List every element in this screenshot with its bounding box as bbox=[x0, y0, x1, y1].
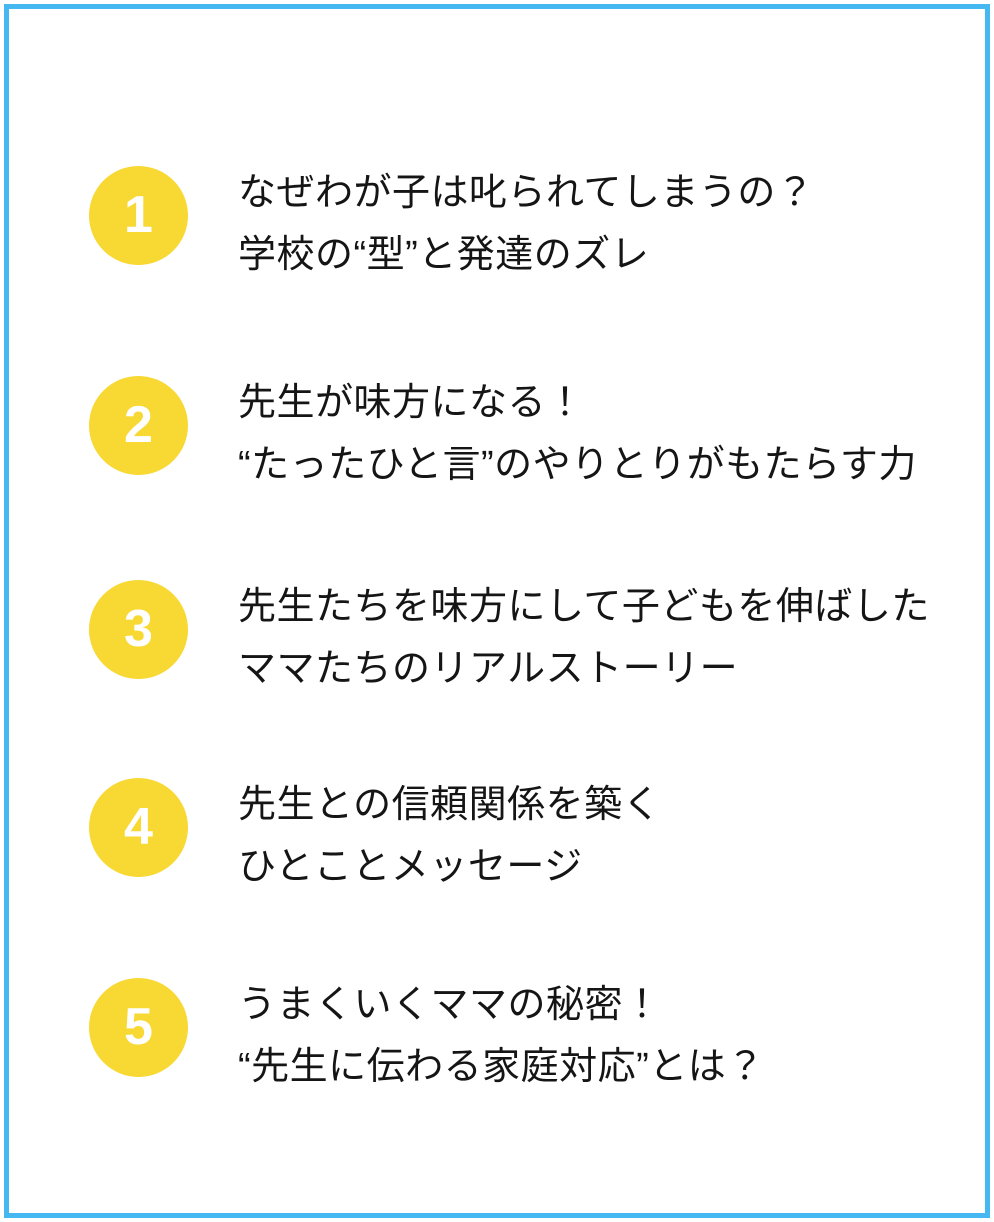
list-item: 3 先生たちを味方にして子どもを伸ばした ママたちのリアルストーリー bbox=[89, 574, 949, 700]
number-badge-label: 5 bbox=[124, 997, 153, 1056]
list-item-text: 先生が味方になる！ “たったひと言”のやりとりがもたらす力 bbox=[238, 370, 949, 496]
list-item-line-2: “先生に伝わる家庭対応”とは？ bbox=[238, 1046, 765, 1088]
list-item-line-1: うまくいくママの秘密！ bbox=[238, 984, 662, 1026]
list-item-text: うまくいくママの秘密！ “先生に伝わる家庭対応”とは？ bbox=[238, 972, 949, 1098]
list-item-text: 先生との信頼関係を築く ひとことメッセージ bbox=[238, 772, 949, 898]
list-item: 2 先生が味方になる！ “たったひと言”のやりとりがもたらす力 bbox=[89, 370, 949, 496]
number-badge-label: 3 bbox=[124, 599, 153, 658]
list-item-line-1: なぜわが子は叱られてしまうの？ bbox=[238, 172, 815, 214]
list-item: 1 なぜわが子は叱られてしまうの？ 学校の“型”と発達のズレ bbox=[89, 160, 949, 286]
list-item-line-2: ママたちのリアルストーリー bbox=[238, 648, 739, 690]
list-item-line-2: “たったひと言”のやりとりがもたらす力 bbox=[238, 444, 917, 486]
list-item: 4 先生との信頼関係を築く ひとことメッセージ bbox=[89, 772, 949, 898]
list-item-text: なぜわが子は叱られてしまうの？ 学校の“型”と発達のズレ bbox=[238, 160, 949, 286]
number-badge-3: 3 bbox=[89, 580, 188, 679]
list-item-line-2: 学校の“型”と発達のズレ bbox=[238, 234, 650, 276]
list-item: 5 うまくいくママの秘密！ “先生に伝わる家庭対応”とは？ bbox=[89, 972, 949, 1098]
number-badge-5: 5 bbox=[89, 978, 188, 1077]
list-item-line-1: 先生が味方になる！ bbox=[238, 382, 585, 424]
list-item-text: 先生たちを味方にして子どもを伸ばした ママたちのリアルストーリー bbox=[238, 574, 949, 700]
number-badge-label: 4 bbox=[124, 797, 153, 856]
number-badge-label: 1 bbox=[124, 185, 153, 244]
list-item-line-1: 先生たちを味方にして子どもを伸ばした bbox=[238, 586, 930, 628]
number-badge-1: 1 bbox=[89, 166, 188, 265]
list-item-line-2: ひとことメッセージ bbox=[238, 846, 583, 888]
number-badge-2: 2 bbox=[89, 376, 188, 475]
number-badge-4: 4 bbox=[89, 778, 188, 877]
list-item-line-1: 先生との信頼関係を築く bbox=[238, 784, 662, 826]
number-badge-label: 2 bbox=[124, 395, 153, 454]
